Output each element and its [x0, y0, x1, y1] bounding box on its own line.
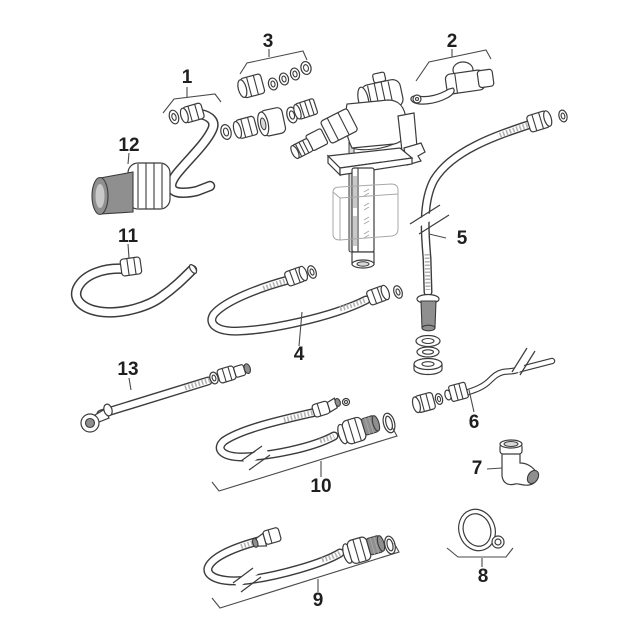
part-1-angled-inlet-pipe [166, 102, 219, 198]
part-12-adapter-coupling [91, 162, 171, 216]
part-2-float-lever-assembly [410, 61, 495, 105]
callout-1: 1 [181, 67, 193, 88]
part-5-long-supply-hose [409, 109, 568, 376]
callout-line-12 [127, 152, 130, 165]
part-13-hose-with-elbow-fitting [80, 363, 252, 433]
callout-9: 9 [312, 590, 324, 611]
callout-line-7 [486, 467, 503, 470]
callout-line-10 [211, 426, 398, 492]
part-7-elbow-connector [499, 439, 540, 486]
callout-13: 13 [117, 359, 139, 380]
callout-7: 7 [471, 458, 483, 479]
callout-12: 12 [118, 135, 140, 156]
part-8-seal-ring-set [458, 508, 505, 552]
part-10-hose-with-union-nut [215, 397, 396, 471]
callout-4: 4 [293, 344, 305, 365]
callout-8: 8 [477, 566, 489, 587]
callout-line-2 [415, 49, 492, 82]
callout-line-6 [468, 389, 475, 413]
part-6-bent-connection-pipe [411, 347, 556, 414]
part-3-seal-and-nut-set [237, 60, 312, 99]
part-4-flexible-hose [207, 265, 403, 336]
callout-line-1 [162, 87, 222, 114]
callout-lines [127, 49, 514, 609]
callout-2: 2 [446, 31, 458, 52]
callout-line-9 [211, 542, 400, 609]
callout-11: 11 [117, 226, 139, 247]
callout-line-13 [128, 377, 132, 391]
part-11-curved-pipe [71, 256, 198, 318]
valve-inlet-seal-parts [220, 98, 319, 140]
callout-line-5 [428, 233, 447, 239]
callout-line-4 [298, 311, 303, 347]
callout-line-11 [127, 243, 130, 259]
callout-10: 10 [310, 476, 332, 497]
callout-6: 6 [468, 412, 480, 433]
callout-line-3 [239, 49, 308, 75]
fill-valve-assembly [290, 71, 426, 269]
callout-3: 3 [262, 31, 274, 52]
part-9-hose-with-union-nut [203, 527, 396, 593]
callout-5: 5 [456, 228, 468, 249]
callout-line-8 [446, 547, 514, 567]
